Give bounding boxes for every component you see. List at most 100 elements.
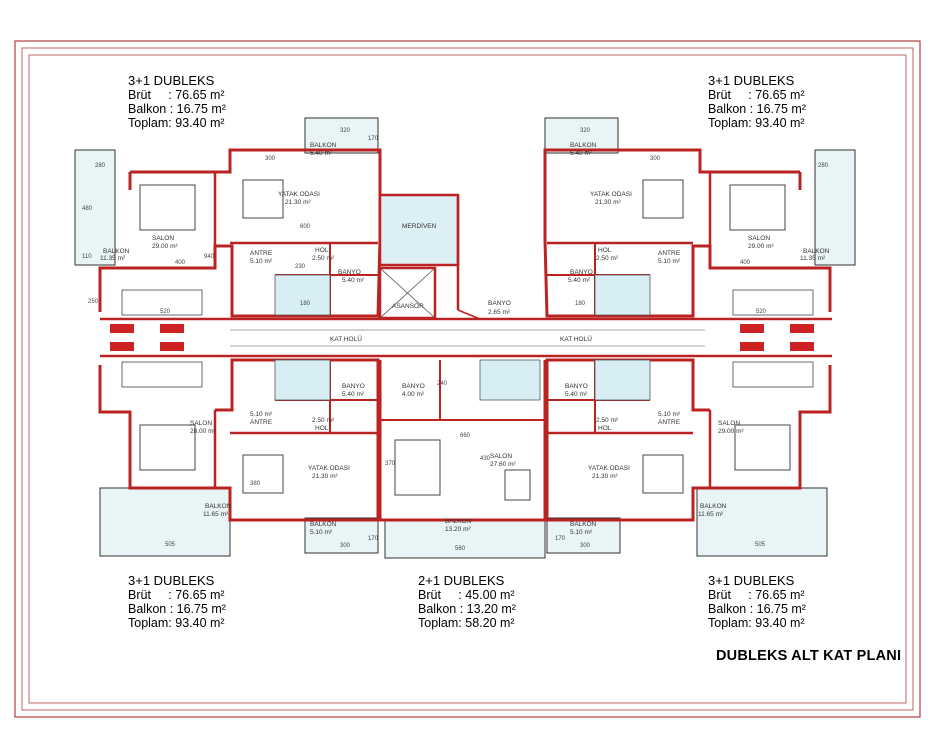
- room-banyo-center-area: 2.65 m²: [488, 309, 511, 316]
- bc-balkon-area: 13.20 m²: [445, 526, 471, 533]
- dim: 660: [460, 433, 471, 439]
- tr-hol-area: 2.50 m²: [596, 255, 619, 262]
- bc-balkon: BALKON: [445, 518, 472, 525]
- brc-banyo-area: 5.40 m²: [565, 391, 588, 398]
- tr-antre-area: 5.10 m²: [658, 258, 681, 265]
- bl-banyo: BANYO: [342, 383, 365, 390]
- tr-antre: ANTRE: [658, 250, 681, 257]
- bl-balkon1: BALKON: [310, 521, 337, 528]
- unit-toplam: Toplam: 58.20 m²: [418, 616, 515, 630]
- dim: 300: [340, 543, 351, 549]
- tl-balkon1: BALKON: [310, 142, 337, 149]
- dim: 505: [165, 542, 176, 548]
- dim: 520: [160, 309, 171, 315]
- outer-frame-inner: [21, 47, 914, 711]
- unit-balkon: Balkon : 16.75 m²: [128, 602, 226, 616]
- unit-brut: Brüt : 76.65 m²: [708, 88, 805, 102]
- dim: 180: [575, 301, 586, 307]
- bl-balkon1-area: 5.10 m²: [310, 529, 333, 536]
- unit-label-top-right: 3+1 DUBLEKS Brüt : 76.65 m² Balkon : 16.…: [708, 73, 806, 131]
- tl-banyo: BANYO: [338, 269, 361, 276]
- unit-top-right: [543, 117, 856, 318]
- plan-title: DUBLEKS ALT KAT PLANI: [716, 648, 902, 664]
- dim: 600: [300, 224, 311, 230]
- bl-antre: ANTRE: [250, 419, 273, 426]
- room-banyo-center: BANYO: [488, 300, 511, 307]
- bl-banyo-area: 5.40 m²: [342, 391, 365, 398]
- dim: 170: [368, 136, 379, 142]
- tr-hol: HOL: [598, 247, 612, 254]
- tr-yatak: YATAK ODASI: [590, 191, 632, 198]
- bl-balkon2-area: 11.65 m²: [203, 511, 229, 518]
- tr-balkon2-area: 11.35 m²: [800, 255, 826, 262]
- dim: 560: [455, 546, 466, 552]
- unit-toplam: Toplam: 93.40 m²: [128, 616, 225, 630]
- unit-bottom-center: [378, 359, 547, 559]
- dim: 250: [88, 299, 99, 305]
- dim: 430: [480, 456, 491, 462]
- br-balkon2: BALKON: [700, 503, 727, 510]
- tl-balkon2: BALKON: [103, 248, 130, 255]
- bl-hol: HOL: [315, 425, 329, 432]
- unit-label-bottom-center: 2+1 DUBLEKS Brüt : 45.00 m² Balkon : 13.…: [418, 574, 516, 631]
- unit-label-bottom-left: 3+1 DUBLEKS Brüt : 76.65 m² Balkon : 16.…: [128, 574, 226, 631]
- room-asansor: ASANSÖR: [392, 302, 424, 310]
- br-balkon2-area: 11.65 m²: [698, 511, 724, 518]
- dim: 400: [740, 260, 751, 266]
- dim: 300: [580, 543, 591, 549]
- unit-brut: Brüt : 76.65 m²: [708, 588, 805, 602]
- dim: 400: [175, 260, 186, 266]
- room-kat-holu-left: KAT HOLÜ: [330, 335, 362, 343]
- unit-brut: Brüt : 76.65 m²: [128, 88, 225, 102]
- dim: 370: [385, 461, 396, 467]
- unit-title: 3+1 DUBLEKS: [128, 73, 215, 88]
- dim: 300: [650, 156, 661, 162]
- bl-yatak: YATAK ODASI: [308, 465, 350, 472]
- dim: 280: [818, 163, 829, 169]
- bl-hol-area: 2.50 m²: [312, 417, 335, 424]
- dim: 280: [95, 163, 106, 169]
- unit-top-left: [74, 117, 382, 318]
- bl-yatak-area: 21.30 m²: [312, 473, 338, 480]
- tl-hol-area: 2.50 m²: [312, 255, 335, 262]
- unit-brut: Brüt : 76.65 m²: [128, 588, 225, 602]
- unit-label-top-left: 3+1 DUBLEKS Brüt : 76.65 m² Balkon : 16.…: [128, 73, 226, 131]
- br-salon-area: 29.00 m²: [718, 428, 744, 435]
- tl-salon: SALON: [152, 235, 174, 242]
- dim: 180: [300, 301, 311, 307]
- outer-frame: [14, 40, 921, 718]
- tr-balkon2: BALKON: [803, 248, 830, 255]
- unit-title: 3+1 DUBLEKS: [708, 73, 795, 88]
- dim: 170: [368, 536, 379, 542]
- tr-balkon1-area: 5.40 m²: [570, 150, 593, 157]
- tl-yatak: YATAK ODASI: [278, 191, 320, 198]
- unit-balkon: Balkon : 16.75 m²: [128, 102, 226, 116]
- unit-bottom-left: [98, 358, 380, 557]
- br-balkon1-area: 5.10 m²: [570, 529, 593, 536]
- bl-salon: SALON: [190, 420, 212, 427]
- bl-salon-area: 28.00 m²: [190, 428, 216, 435]
- bc-banyo-area: 4.00 m²: [402, 391, 425, 398]
- tl-yatak-area: 21.30 m²: [285, 199, 311, 206]
- room-merdiven: MERDİVEN: [402, 221, 437, 230]
- drawing-border: [28, 54, 907, 704]
- dim: 320: [580, 128, 591, 134]
- tr-salon-area: 29.00 m²: [748, 243, 774, 250]
- br-salon: SALON: [718, 420, 740, 427]
- unit-toplam: Toplam: 93.40 m²: [708, 116, 805, 130]
- br-hol-area: 2.50 m²: [596, 417, 619, 424]
- tl-balkon2-area: 11.35 m²: [100, 255, 126, 262]
- bc-salon-area: 27.60 m²: [490, 461, 516, 468]
- dim: 320: [340, 128, 351, 134]
- dim: 505: [755, 542, 766, 548]
- unit-balkon: Balkon : 13.20 m²: [418, 602, 516, 616]
- tr-banyo-area: 5.40 m²: [568, 277, 591, 284]
- dim: 520: [756, 309, 767, 315]
- br-hol: HOL: [598, 425, 612, 432]
- br-yatak: YATAK ODASI: [588, 465, 630, 472]
- dim: 110: [82, 254, 92, 260]
- dim: 480: [82, 206, 93, 212]
- br-yatak-area: 21.30 m²: [592, 473, 618, 480]
- tl-banyo-area: 5.40 m²: [342, 277, 365, 284]
- tr-balkon1: BALKON: [570, 142, 597, 149]
